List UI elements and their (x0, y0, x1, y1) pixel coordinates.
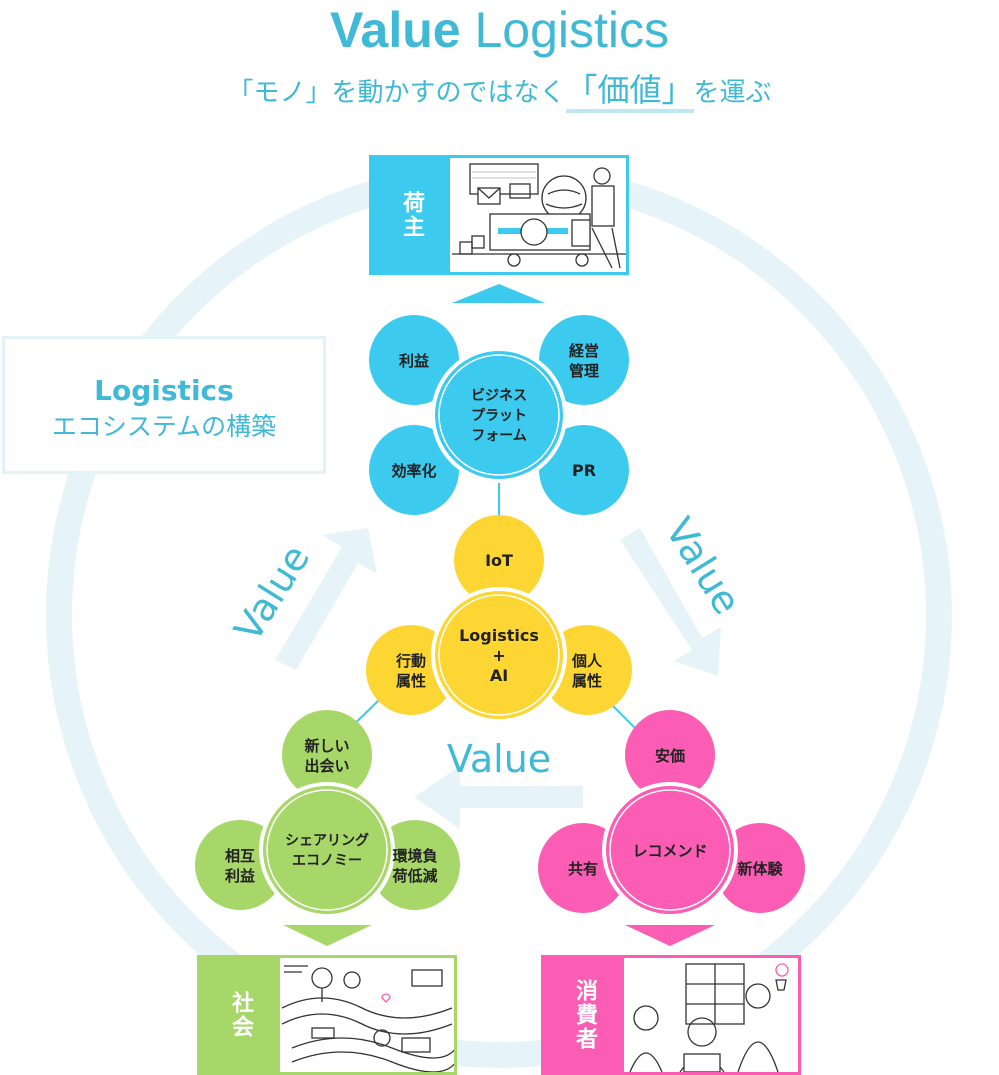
blue-node-management (539, 315, 629, 405)
green-label-environment-2: 荷低減 (392, 867, 437, 885)
yellow-center-line-2: + (492, 646, 505, 665)
pink-label-cheap: 安価 (655, 747, 685, 765)
blue-node-center (431, 347, 567, 483)
green-label-encounter-1: 新しい (304, 737, 349, 755)
green-cluster: 新しい 出会い 相互 利益 環境負 荷低減 シェアリング エコノミー (195, 710, 460, 918)
subtitle-quote-1: 「モノ」 (227, 78, 332, 108)
yellow-label-personal-2: 属性 (572, 672, 602, 690)
blue-node-efficiency (369, 425, 459, 515)
ecosystem-box: Logistics エコシステムの構築 (2, 336, 326, 474)
consumer-illustration (629, 963, 789, 1072)
pointer-up (452, 284, 545, 303)
society-card: 社会 (197, 955, 457, 1075)
blue-center-line-3: フォーム (471, 428, 527, 444)
yellow-label-behavior-2: 属性 (396, 672, 426, 690)
green-node-encounter (282, 710, 372, 800)
blue-cluster: 利益 経営 管理 効率化 PR ビジネス プラット フォーム (369, 315, 629, 515)
page-subtitle: 「モノ」を動かすのではなく「価値」を運ぶ (0, 70, 999, 113)
consumer-card: 消費者 (541, 955, 801, 1075)
yellow-center-line-1: Logistics (459, 626, 539, 645)
yellow-cluster: IoT 行動 属性 個人 属性 Logistics + AI (366, 515, 632, 723)
ecosystem-line-2: エコシステムの構築 (51, 412, 277, 441)
blue-center-ring (438, 354, 560, 476)
pink-center-label: レコメンド (632, 842, 707, 860)
flow-arrow-right (620, 528, 721, 676)
pointer-down-green (283, 925, 372, 946)
title-bold: Value (329, 2, 461, 58)
green-center-line-1: シェアリング (285, 832, 369, 849)
blue-label-management-1: 経営 (569, 342, 599, 360)
blue-node-pr (539, 425, 629, 515)
green-label-environment-1: 環境負 (392, 847, 437, 865)
pink-node-center (602, 782, 738, 918)
yellow-label-personal-1: 個人 (571, 652, 603, 670)
pointer-down-pink (625, 925, 715, 946)
pink-label-experience: 新体験 (737, 860, 783, 878)
subtitle-middle: を動かすのではなく (331, 78, 566, 108)
society-illustration (282, 965, 454, 1072)
subtitle-quote-2: 「価値」 (565, 71, 694, 113)
blue-label-profit: 利益 (399, 352, 429, 370)
value-label-bottom: Value (447, 737, 551, 781)
ecosystem-line-1: Logistics (94, 374, 234, 407)
yellow-node-iot (454, 515, 544, 605)
subtitle-end: を運ぶ (693, 78, 772, 108)
blue-label-efficiency: 効率化 (391, 462, 436, 480)
blue-label-pr: PR (572, 461, 596, 480)
shipper-label: 荷主 (372, 158, 450, 272)
yellow-node-center (431, 587, 567, 723)
blue-node-profit (369, 315, 459, 405)
green-label-mutual-2: 利益 (225, 867, 255, 885)
green-center-line-2: エコノミー (292, 853, 362, 869)
blue-center-line-1: ビジネス (471, 388, 527, 404)
flow-arrow-bottom (414, 766, 583, 829)
blue-label-management-2: 管理 (569, 362, 599, 380)
shipper-card: 荷主 (369, 155, 629, 275)
yellow-center-ring (438, 594, 560, 716)
pink-label-share: 共有 (568, 860, 598, 878)
yellow-center-line-3: AI (490, 666, 508, 685)
flow-arrow-left (275, 528, 377, 670)
yellow-label-iot: IoT (485, 551, 513, 570)
pink-node-cheap (625, 710, 715, 800)
society-label: 社会 (200, 958, 280, 1072)
yellow-label-behavior-1: 行動 (395, 652, 426, 670)
green-node-center (259, 782, 395, 918)
pink-cluster: 安価 共有 新体験 レコメンド (538, 710, 805, 918)
green-label-mutual-1: 相互 (225, 847, 255, 865)
page-title: Value Logistics (0, 0, 999, 60)
shipper-illustration (452, 163, 626, 269)
green-center-ring (266, 789, 388, 911)
consumer-label: 消費者 (544, 958, 624, 1072)
pink-center-ring (609, 789, 731, 911)
blue-center-line-2: プラット (471, 408, 527, 424)
title-rest: Logistics (474, 2, 670, 58)
green-label-encounter-2: 出会い (304, 757, 349, 775)
